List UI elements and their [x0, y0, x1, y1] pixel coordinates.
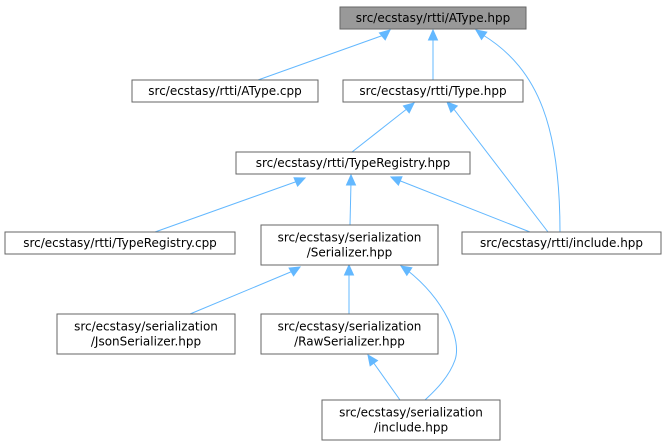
- arrow-head: [345, 173, 357, 186]
- node-jsonserializer-hpp[interactable]: src/ecstasy/serialization/JsonSerializer…: [56, 313, 236, 355]
- arrow-head: [399, 265, 413, 277]
- edge-type_hpp-to-typeregistry_hpp: [351, 102, 415, 153]
- arrow-head: [378, 29, 391, 41]
- node-atype-cpp[interactable]: src/ecstasy/rtti/AType.cpp: [131, 79, 319, 103]
- edge-serializer_hpp-to-jsonserializer_hpp: [189, 266, 302, 315]
- edge-line: [372, 361, 401, 401]
- node-label: src/ecstasy/rtti/Type.hpp: [359, 84, 506, 98]
- arrow-head: [343, 263, 355, 276]
- node-box: [260, 313, 439, 355]
- edge-line: [349, 181, 352, 226]
- node-label: src/ecstasy/rtti/TypeRegistry.hpp: [256, 156, 451, 170]
- edge-line: [482, 34, 561, 233]
- edge-typeregistry_hpp-to-typeregistry_cpp: [154, 177, 307, 233]
- arrow-head: [402, 102, 415, 114]
- edge-rawserializer_hpp-to-serialization_include_hpp: [367, 354, 401, 401]
- node-box: [131, 79, 319, 103]
- node-label: src/ecstasy/serialization: [339, 406, 483, 420]
- node-label: src/ecstasy/rtti/TypeRegistry.cpp: [23, 236, 217, 250]
- arrow-head: [427, 28, 439, 41]
- arrow-head: [446, 101, 459, 114]
- edge-typeregistry_hpp-to-serializer_hpp: [345, 173, 357, 226]
- node-label: /JsonSerializer.hpp: [91, 335, 201, 349]
- node-label: /include.hpp: [374, 421, 448, 435]
- node-label: src/ecstasy/serialization: [74, 320, 218, 334]
- edge-line: [351, 107, 409, 153]
- node-label: /Serializer.hpp: [307, 246, 393, 260]
- node-box: [339, 6, 527, 30]
- node-rtti-include-hpp[interactable]: src/ecstasy/rtti/include.hpp: [461, 231, 662, 255]
- edge-line: [189, 270, 294, 315]
- arrow-head: [389, 176, 403, 186]
- edge-atype_hpp-to-atype_cpp: [257, 29, 391, 81]
- edge-type_hpp-to-rtti_include_hpp: [446, 101, 549, 233]
- node-box: [461, 231, 662, 255]
- node-rawserializer-hpp[interactable]: src/ecstasy/serialization/RawSerializer.…: [260, 313, 439, 355]
- node-serialization-include-hpp[interactable]: src/ecstasy/serialization/include.hpp: [321, 399, 501, 441]
- edge-line: [397, 179, 531, 233]
- edge-atype_hpp-to-rtti_include_hpp: [475, 29, 561, 233]
- node-box: [235, 151, 471, 175]
- node-box: [4, 231, 236, 255]
- edge-atype_hpp-to-type_hpp: [427, 28, 439, 80]
- arrow-head: [367, 354, 379, 367]
- node-box: [321, 399, 501, 441]
- edges-layer: [154, 28, 561, 401]
- node-label: src/ecstasy/serialization: [278, 231, 422, 245]
- edge-line: [452, 107, 549, 233]
- node-type-hpp[interactable]: src/ecstasy/rtti/Type.hpp: [342, 79, 524, 103]
- edge-typeregistry_hpp-to-rtti_include_hpp: [389, 176, 531, 233]
- edge-serializer_hpp-to-serialization_include_hpp: [399, 265, 457, 401]
- node-label: src/ecstasy/rtti/AType.cpp: [148, 84, 301, 98]
- node-typeregistry-cpp[interactable]: src/ecstasy/rtti/TypeRegistry.cpp: [4, 231, 236, 255]
- edge-serializer_hpp-to-rawserializer_hpp: [343, 263, 355, 314]
- arrow-head: [475, 29, 488, 41]
- node-typeregistry-hpp[interactable]: src/ecstasy/rtti/TypeRegistry.hpp: [235, 151, 471, 175]
- node-box: [56, 313, 236, 355]
- node-label: src/ecstasy/rtti/include.hpp: [480, 236, 643, 250]
- nodes-layer: src/ecstasy/rtti/AType.hpp src/ecstasy/rt…: [4, 6, 662, 441]
- edge-line: [154, 180, 299, 233]
- node-box: [342, 79, 524, 103]
- node-label: /RawSerializer.hpp: [294, 335, 405, 349]
- node-label: src/ecstasy/rtti/AType.hpp: [356, 11, 510, 25]
- node-box: [260, 224, 439, 266]
- edge-line: [406, 269, 457, 401]
- arrow-head: [293, 177, 307, 187]
- node-serializer-hpp[interactable]: src/ecstasy/serialization/Serializer.hpp: [260, 224, 439, 266]
- edge-line: [257, 34, 385, 81]
- arrow-head: [288, 266, 302, 277]
- node-atype-hpp: src/ecstasy/rtti/AType.hpp: [339, 6, 527, 30]
- node-label: src/ecstasy/serialization: [278, 320, 422, 334]
